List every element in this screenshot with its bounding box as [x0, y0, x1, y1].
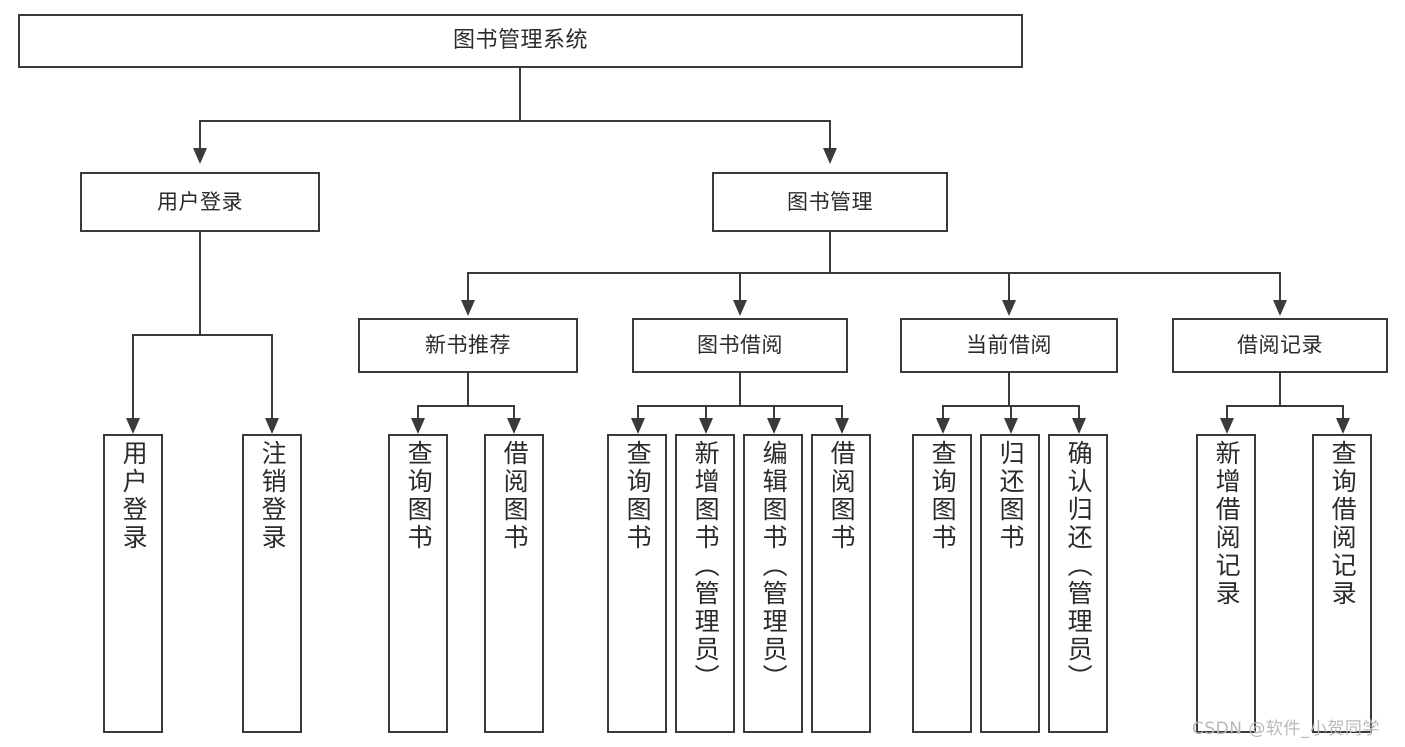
connector-borrow-stem [739, 373, 741, 405]
arrow-to-leaf-add-book [699, 418, 713, 434]
leaf-user-login-label: 用户登录 [119, 440, 149, 552]
leaf-current-confirm-return-label: 确认归还（管理员） [1064, 440, 1094, 692]
node-borrow-record[interactable]: 借阅记录 [1172, 318, 1388, 373]
leaf-borrow-query-book-label: 查询图书 [623, 440, 653, 552]
leaf-record-add-label: 新增借阅记录 [1212, 440, 1242, 608]
arrow-to-leaf-user-login [126, 418, 140, 434]
connector-recommend-drop-1 [417, 405, 419, 419]
connector-record-bus [1226, 405, 1342, 407]
leaf-recommend-borrow-book[interactable]: 借阅图书 [484, 434, 544, 733]
node-new-book-recommend[interactable]: 新书推荐 [358, 318, 578, 373]
connector-user-login-drop-1 [132, 334, 134, 420]
node-current-borrow[interactable]: 当前借阅 [900, 318, 1118, 373]
leaf-user-login[interactable]: 用户登录 [103, 434, 163, 733]
arrow-to-leaf-confirm-return [1072, 418, 1086, 434]
connector-recommend-drop-2 [513, 405, 515, 419]
connector-user-login-drop-2 [271, 334, 273, 420]
leaf-current-return-book-label: 归还图书 [996, 440, 1026, 552]
connector-level1-drop-2 [829, 120, 831, 150]
leaf-recommend-query-book-label: 查询图书 [404, 440, 434, 552]
connector-record-drop-2 [1342, 405, 1344, 419]
connector-level3-drop-2 [739, 272, 741, 302]
arrow-to-leaf-query-book-1 [411, 418, 425, 434]
arrow-to-leaf-query-record [1336, 418, 1350, 434]
leaf-record-query[interactable]: 查询借阅记录 [1312, 434, 1372, 733]
node-borrow-record-label: 借阅记录 [1237, 333, 1323, 358]
leaf-current-return-book[interactable]: 归还图书 [980, 434, 1040, 733]
connector-current-drop-3 [1078, 405, 1080, 419]
connector-level1-bus [199, 120, 831, 122]
connector-level1-drop-1 [199, 120, 201, 150]
arrow-to-new-book-recommend [461, 300, 475, 316]
arrow-to-leaf-query-book-2 [631, 418, 645, 434]
leaf-borrow-add-book[interactable]: 新增图书（管理员） [675, 434, 735, 733]
leaf-borrow-borrow-book[interactable]: 借阅图书 [811, 434, 871, 733]
connector-user-login-bus [132, 334, 272, 336]
node-book-management[interactable]: 图书管理 [712, 172, 948, 232]
node-current-borrow-label: 当前借阅 [966, 333, 1052, 358]
leaf-borrow-edit-book[interactable]: 编辑图书（管理员） [743, 434, 803, 733]
leaf-record-add[interactable]: 新增借阅记录 [1196, 434, 1256, 733]
connector-current-stem [1008, 373, 1010, 405]
leaf-current-confirm-return[interactable]: 确认归还（管理员） [1048, 434, 1108, 733]
node-book-borrow-label: 图书借阅 [697, 333, 783, 358]
connector-borrow-drop-3 [773, 405, 775, 419]
connector-level3-drop-4 [1279, 272, 1281, 302]
leaf-logout[interactable]: 注销登录 [242, 434, 302, 733]
leaf-current-query-book[interactable]: 查询图书 [912, 434, 972, 733]
connector-level3-drop-3 [1008, 272, 1010, 302]
arrow-to-leaf-edit-book [767, 418, 781, 434]
watermark-text: CSDN @软件_小贺同学 [1192, 719, 1380, 739]
arrow-to-leaf-borrow-book-2 [835, 418, 849, 434]
node-root-label: 图书管理系统 [452, 28, 588, 54]
arrow-to-borrow-record [1273, 300, 1287, 316]
arrow-to-leaf-return-book [1004, 418, 1018, 434]
node-book-management-label: 图书管理 [787, 189, 873, 214]
connector-borrow-drop-4 [841, 405, 843, 419]
connector-borrow-drop-2 [705, 405, 707, 419]
arrow-to-leaf-borrow-book-1 [507, 418, 521, 434]
leaf-current-query-book-label: 查询图书 [928, 440, 958, 552]
connector-root-stem [519, 68, 521, 120]
node-book-borrow[interactable]: 图书借阅 [632, 318, 848, 373]
arrow-to-user-login [193, 148, 207, 164]
connector-record-stem [1279, 373, 1281, 405]
arrow-to-leaf-add-record [1220, 418, 1234, 434]
connector-book-management-stem [829, 232, 831, 272]
arrow-to-leaf-query-book-3 [936, 418, 950, 434]
arrow-to-book-management [823, 148, 837, 164]
arrow-to-leaf-logout [265, 418, 279, 434]
node-root[interactable]: 图书管理系统 [18, 14, 1023, 68]
connector-borrow-bus [637, 405, 841, 407]
connector-level3-bus [467, 272, 1279, 274]
leaf-borrow-edit-book-label: 编辑图书（管理员） [759, 440, 789, 692]
leaf-logout-label: 注销登录 [258, 440, 288, 552]
node-new-book-recommend-label: 新书推荐 [425, 333, 511, 358]
leaf-borrow-borrow-book-label: 借阅图书 [827, 440, 857, 552]
connector-recommend-bus [417, 405, 515, 407]
leaf-borrow-query-book[interactable]: 查询图书 [607, 434, 667, 733]
connector-current-drop-2 [1010, 405, 1012, 419]
connector-recommend-stem [467, 373, 469, 405]
node-user-login-label: 用户登录 [157, 189, 243, 214]
node-user-login[interactable]: 用户登录 [80, 172, 320, 232]
leaf-recommend-borrow-book-label: 借阅图书 [500, 440, 530, 552]
arrow-to-current-borrow [1002, 300, 1016, 316]
connector-level3-drop-1 [467, 272, 469, 302]
connector-borrow-drop-1 [637, 405, 639, 419]
connector-current-drop-1 [942, 405, 944, 419]
leaf-recommend-query-book[interactable]: 查询图书 [388, 434, 448, 733]
connector-user-login-stem [199, 232, 201, 334]
connector-record-drop-1 [1226, 405, 1228, 419]
leaf-borrow-add-book-label: 新增图书（管理员） [691, 440, 721, 692]
leaf-record-query-label: 查询借阅记录 [1328, 440, 1358, 608]
arrow-to-book-borrow [733, 300, 747, 316]
